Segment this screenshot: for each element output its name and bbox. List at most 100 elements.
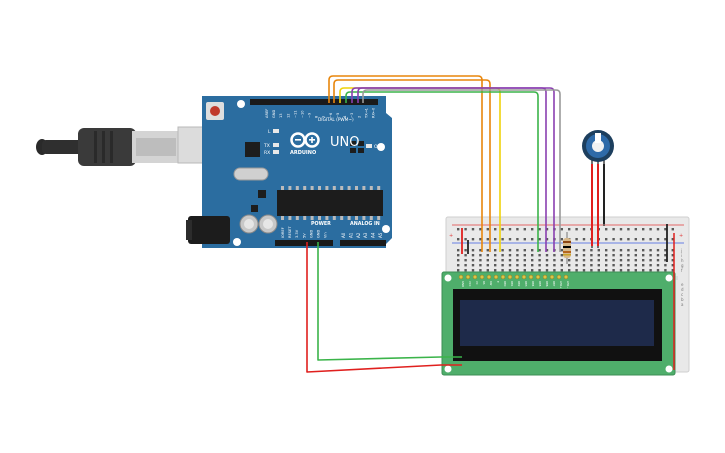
wires: [306, 75, 675, 373]
lcd-pin[interactable]: [542, 274, 548, 280]
breadboard-hole: [634, 269, 637, 272]
breadboard-hole: [464, 259, 467, 262]
breadboard-hole: [656, 269, 660, 272]
lcd-pin[interactable]: [479, 274, 485, 280]
breadboard-hole: [553, 254, 556, 257]
breadboard-hole: [671, 264, 674, 267]
breadboard-hole: [605, 228, 608, 231]
power-header[interactable]: [275, 240, 333, 246]
breadboard-hole: [634, 249, 637, 252]
breadboard-row-letter: i: [681, 253, 682, 258]
power-jack[interactable]: [188, 216, 230, 244]
analog-header[interactable]: [340, 240, 386, 246]
lcd-pin-label: DB7: [552, 281, 556, 287]
breadboard-hole: [582, 238, 586, 241]
breadboard-hole: [538, 259, 541, 262]
digital-header[interactable]: [250, 99, 378, 105]
lcd-pin-label: DB5: [538, 281, 542, 287]
breadboard-hole: [464, 249, 467, 252]
breadboard-hole: [538, 254, 541, 257]
rail-plus-label: +: [449, 233, 453, 239]
lcd-pin[interactable]: [458, 274, 464, 280]
analog-pin-label: A5: [378, 232, 383, 238]
breadboard-hole: [634, 228, 637, 231]
lcd-pin-label: DB1: [510, 281, 514, 287]
lcd-pin[interactable]: [521, 274, 527, 280]
breadboard-hole: [457, 249, 460, 252]
mounting-hole: [444, 274, 452, 282]
lcd-pin[interactable]: [535, 274, 541, 280]
breadboard-hole: [656, 238, 660, 241]
potentiometer[interactable]: [582, 130, 614, 248]
breadboard-hole: [545, 254, 549, 257]
mcu-pin: [318, 186, 321, 190]
breadboard-hole: [531, 249, 534, 252]
power-pin-label: Vin: [324, 232, 328, 238]
wire-green-gnd[interactable]: [317, 242, 462, 361]
breadboard-hole: [642, 249, 645, 252]
lcd-pin[interactable]: [486, 274, 492, 280]
breadboard-hole: [575, 269, 578, 272]
breadboard-hole: [538, 249, 541, 252]
lcd-pin[interactable]: [563, 274, 569, 280]
lcd-pin[interactable]: [507, 274, 513, 280]
power-pin-label: 5V: [302, 233, 306, 238]
led-label-tx: TX: [263, 143, 270, 149]
usb-cable[interactable]: [36, 126, 229, 166]
breadboard-hole: [619, 269, 623, 272]
lcd-pin[interactable]: [493, 274, 499, 280]
wire-orange[interactable]: [333, 79, 491, 252]
breadboard-row-letter: e: [681, 282, 684, 287]
breadboard-hole: [464, 264, 467, 267]
breadboard-hole: [508, 264, 512, 267]
breadboard-hole: [560, 264, 563, 267]
breadboard-hole: [545, 238, 549, 241]
breadboard-hole: [486, 264, 489, 267]
breadboard-hole: [671, 238, 674, 241]
breadboard-hole: [560, 228, 563, 231]
power-pin-label: GND: [309, 230, 313, 238]
breadboard-hole: [494, 238, 497, 241]
breadboard-hole: [656, 228, 660, 231]
lcd-pin[interactable]: [556, 274, 562, 280]
wire-green[interactable]: [345, 91, 539, 252]
lcd-pin[interactable]: [465, 274, 471, 280]
breadboard-hole: [627, 228, 630, 231]
wire-orange[interactable]: [328, 75, 483, 252]
analog-pin-label: A4: [371, 232, 376, 238]
breadboard-hole: [464, 228, 467, 231]
lcd-pin[interactable]: [549, 274, 555, 280]
digital-pin-label: 2: [357, 116, 361, 118]
breadboard-hole: [486, 269, 489, 272]
mcu-pin: [355, 216, 358, 220]
lcd-pin[interactable]: [500, 274, 506, 280]
breadboard-hole: [619, 264, 623, 267]
breadboard-hole: [508, 238, 512, 241]
mounting-hole: [382, 225, 390, 233]
breadboard-hole: [494, 264, 497, 267]
wire-red-5v[interactable]: [306, 242, 462, 373]
mcu-pin: [303, 186, 307, 190]
led-label-rx: RX: [264, 150, 270, 156]
lcd-pin[interactable]: [528, 274, 534, 280]
breadboard-hole: [619, 238, 623, 241]
breadboard-hole: [649, 259, 652, 262]
mcu-pin: [362, 216, 366, 220]
breadboard-hole: [656, 259, 660, 262]
lcd-pin-label: LED−: [566, 281, 570, 288]
breadboard-hole: [634, 259, 637, 262]
breadboard-hole: [457, 259, 460, 262]
wire-gray[interactable]: [362, 89, 561, 252]
breadboard-hole: [508, 249, 512, 252]
breadboard-hole: [649, 228, 652, 231]
mcu-pin: [377, 216, 381, 220]
mcu-pin: [281, 216, 284, 220]
breadboard-hole: [494, 228, 497, 231]
digital-pwm-label: DIGITAL (PWM~): [318, 117, 354, 123]
breadboard-hole: [597, 269, 600, 272]
lcd-pin[interactable]: [514, 274, 520, 280]
lcd-pin[interactable]: [472, 274, 478, 280]
